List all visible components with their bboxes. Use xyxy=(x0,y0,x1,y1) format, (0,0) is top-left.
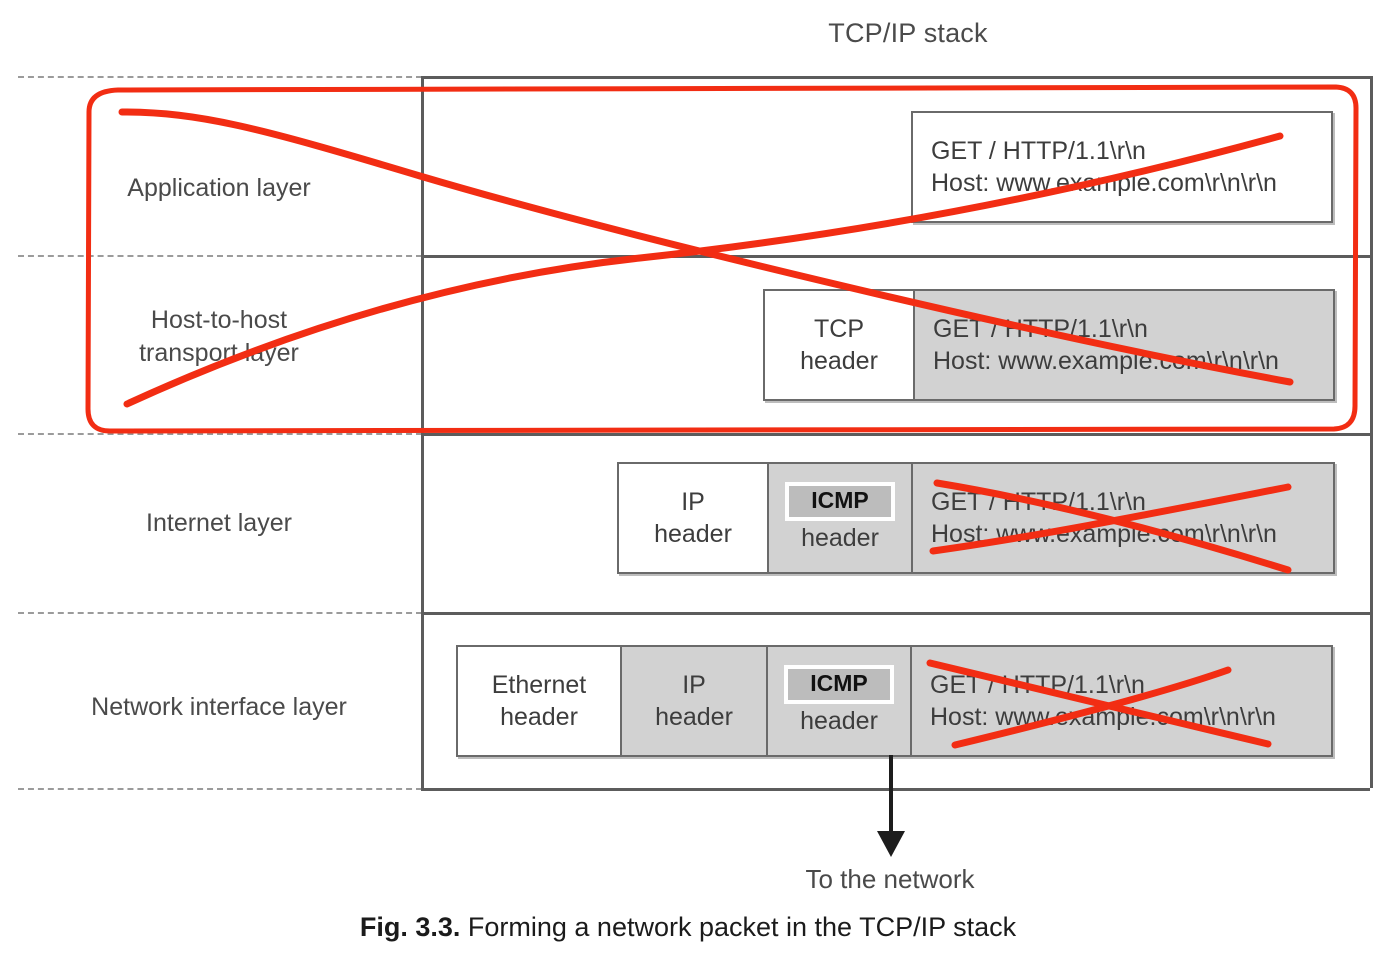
icmp-header-sub: header xyxy=(800,706,878,735)
payload-host-header: Host: www.example.com\r\n\r\n xyxy=(931,169,1277,197)
to-network-label-text: To the network xyxy=(805,864,975,894)
icmp-header-title-highlight: ICMP xyxy=(785,481,895,521)
stack-title: TCP/IP stack xyxy=(0,18,1376,49)
layer-divider-1-dashed xyxy=(18,255,422,257)
to-network-arrow-shaft xyxy=(889,755,893,837)
payload-request-line: GET / HTTP/1.1\r\n xyxy=(933,314,1148,343)
packet-network-interface-layer: Ethernet header IP header ICMP header GE… xyxy=(456,645,1333,757)
layer-divider-2-dashed xyxy=(18,433,422,435)
layer-divider-3-solid xyxy=(421,612,1370,615)
tcpip-stack-diagram: Application layer GET / HTTP/1.1\r\n Hos… xyxy=(0,76,1376,791)
layer-label-internet: Internet layer xyxy=(20,507,418,540)
cell-http-payload: GET / HTTP/1.1\r\n Host: www.example.com… xyxy=(911,464,1333,572)
layer-label-application: Application layer xyxy=(20,172,418,205)
icmp-header-title-highlight: ICMP xyxy=(784,664,894,704)
layer-label-transport-line1: Host-to-host xyxy=(150,306,288,334)
stack-title-text: TCP/IP stack xyxy=(828,18,988,48)
layer-divider-3-dashed xyxy=(18,612,422,614)
cell-http-payload: GET / HTTP/1.1\r\n Host: www.example.com… xyxy=(913,113,1331,221)
layer-label-transport: Host-to-host transport layer xyxy=(20,304,418,370)
layer-label-transport-line2: transport layer xyxy=(139,339,299,367)
layer-divider-2-solid xyxy=(421,433,1370,436)
layer-divider-bottom-dashed xyxy=(18,788,422,790)
layer-label-network-interface: Network interface layer xyxy=(20,691,418,724)
payload-host-header: Host: www.example.com\r\n\r\n xyxy=(931,520,1277,548)
payload-host-header: Host: www.example.com\r\n\r\n xyxy=(933,347,1279,375)
ip-header-sub: header xyxy=(654,520,732,548)
cell-ip-header: IP header xyxy=(620,647,766,755)
to-network-label: To the network xyxy=(700,864,1080,895)
packet-application-layer: GET / HTTP/1.1\r\n Host: www.example.com… xyxy=(911,111,1333,223)
layer-label-application-text: Application layer xyxy=(127,174,311,202)
payload-request-line: GET / HTTP/1.1\r\n xyxy=(931,487,1146,516)
layer-divider-bottom-solid xyxy=(421,788,1370,791)
figure-caption-text: Forming a network packet in the TCP/IP s… xyxy=(460,912,1017,942)
diagram-left-border xyxy=(421,76,424,788)
tcp-header-sub: header xyxy=(800,347,878,375)
ip-header-title: IP xyxy=(681,487,705,516)
payload-request-line: GET / HTTP/1.1\r\n xyxy=(930,670,1145,699)
cell-ethernet-header: Ethernet header xyxy=(458,647,620,755)
tcp-header-title: TCP xyxy=(814,314,864,343)
payload-host-header: Host: www.example.com\r\n\r\n xyxy=(930,703,1276,731)
ethernet-header-sub: header xyxy=(500,703,578,731)
cell-http-payload: GET / HTTP/1.1\r\n Host: www.example.com… xyxy=(913,291,1333,399)
cell-icmp-header: ICMP header xyxy=(767,464,911,572)
packet-internet-layer: IP header ICMP header GET / HTTP/1.1\r\n… xyxy=(617,462,1335,574)
layer-divider-1-solid xyxy=(421,255,1370,258)
cell-ip-header: IP header xyxy=(619,464,767,572)
figure-number: Fig. 3.3. xyxy=(359,912,461,942)
ethernet-header-title: Ethernet xyxy=(491,670,587,699)
layer-divider-top-dashed xyxy=(18,76,422,78)
cell-tcp-header: TCP header xyxy=(765,291,913,399)
layer-label-network-interface-text: Network interface layer xyxy=(91,693,347,721)
layer-label-internet-text: Internet layer xyxy=(146,509,292,537)
cell-http-payload: GET / HTTP/1.1\r\n Host: www.example.com… xyxy=(910,647,1331,755)
diagram-right-border xyxy=(1370,76,1373,788)
ip-header-title: IP xyxy=(682,670,706,699)
packet-transport-layer: TCP header GET / HTTP/1.1\r\n Host: www.… xyxy=(763,289,1335,401)
figure-caption: Fig. 3.3. Forming a network packet in th… xyxy=(0,912,1376,943)
cell-icmp-header: ICMP header xyxy=(766,647,910,755)
ip-header-sub: header xyxy=(655,703,733,731)
icmp-header-sub: header xyxy=(801,523,879,552)
layer-divider-top-solid xyxy=(421,76,1370,79)
payload-request-line: GET / HTTP/1.1\r\n xyxy=(931,136,1146,165)
to-network-arrow-head xyxy=(877,831,905,857)
